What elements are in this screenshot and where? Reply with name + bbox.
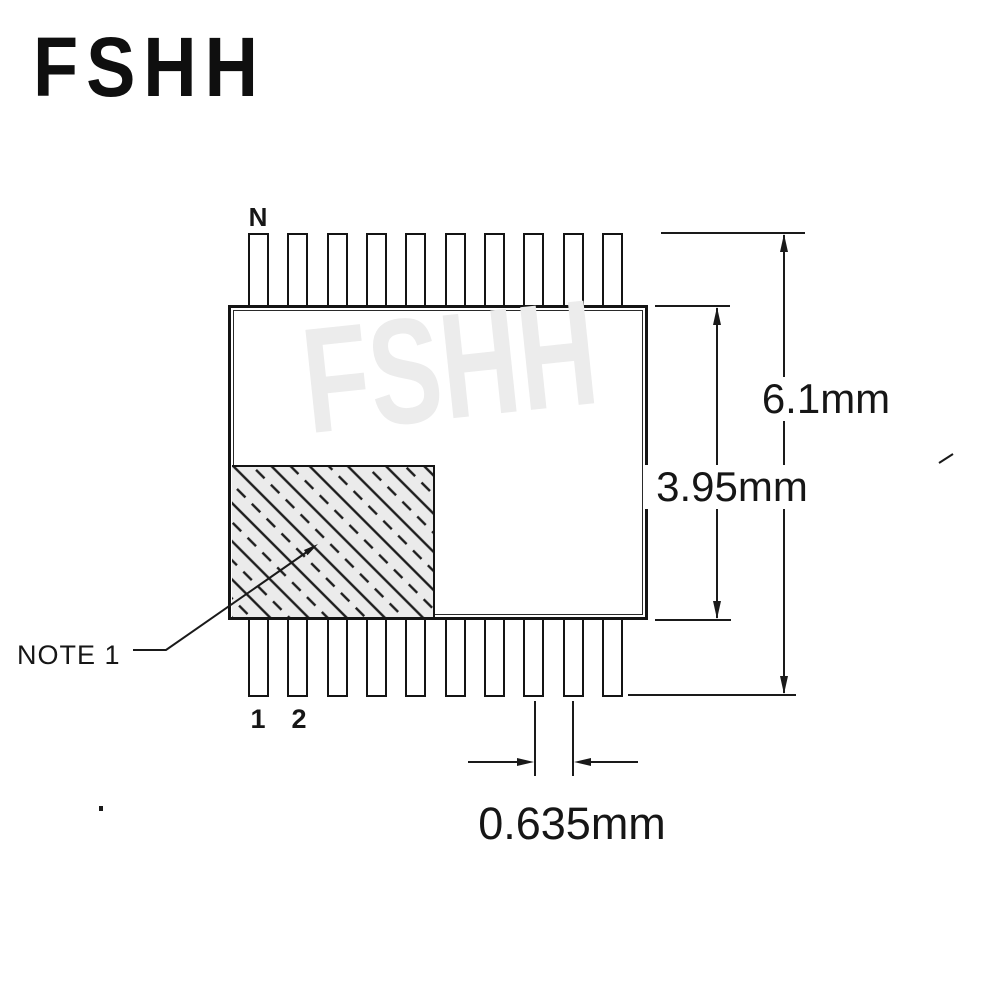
dim-label-overall-height: 6.1mm bbox=[748, 376, 904, 422]
pin-number-2: 2 bbox=[291, 704, 307, 734]
pin bbox=[248, 618, 269, 697]
pin bbox=[287, 618, 308, 697]
dim-label-pin-pitch: 0.635mm bbox=[474, 800, 670, 847]
hatch-region bbox=[232, 465, 435, 617]
logo-text: FSHH bbox=[33, 20, 266, 114]
watermark-text: FSHH bbox=[294, 267, 605, 466]
package-body-inner-border bbox=[233, 310, 643, 615]
pin bbox=[405, 618, 426, 697]
pin bbox=[523, 618, 544, 697]
pin bbox=[327, 618, 348, 697]
pin-number-1: 1 bbox=[250, 704, 266, 734]
pin bbox=[563, 618, 584, 697]
dim-pin-pitch-arrows bbox=[468, 701, 638, 776]
pin bbox=[602, 233, 623, 307]
pin bbox=[366, 618, 387, 697]
note-label: NOTE 1 bbox=[17, 640, 121, 670]
pin bbox=[484, 618, 505, 697]
pin bbox=[602, 618, 623, 697]
dim-label-body-height: 3.95mm bbox=[645, 464, 819, 510]
hatch-pattern bbox=[232, 467, 433, 617]
pin bbox=[445, 618, 466, 697]
pin-label-n: N bbox=[248, 202, 268, 232]
pin bbox=[248, 233, 269, 307]
